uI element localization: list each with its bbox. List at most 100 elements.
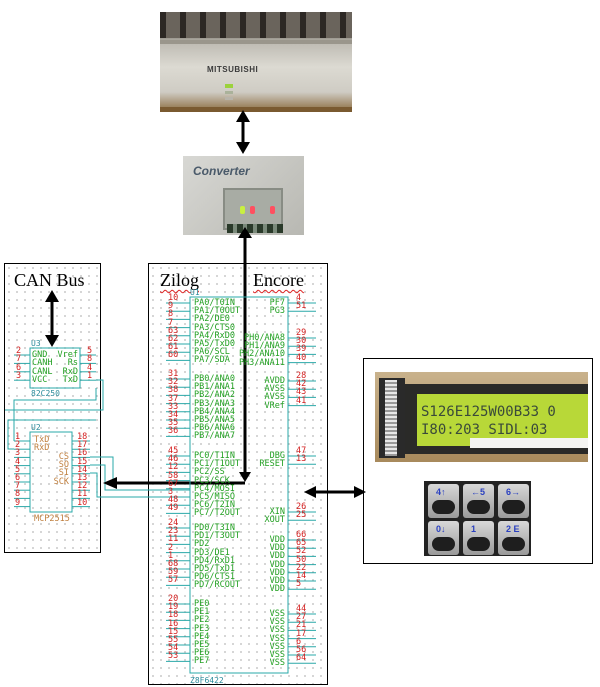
plc-brand-label: MITSUBISHI xyxy=(207,65,259,74)
u1-pin-name: AVSS xyxy=(264,384,285,395)
u1-pin-name: RESET xyxy=(259,459,285,470)
u1-pin-number: 61 xyxy=(168,342,179,353)
u2-pin-number: 3 xyxy=(15,448,21,459)
u1-pin-number: 9 xyxy=(168,301,174,312)
u1-pin-number: 42 xyxy=(296,379,307,390)
u2-pin-number: 16 xyxy=(77,448,88,459)
u1-pin-name: VSS xyxy=(269,641,285,652)
plc-led-error xyxy=(225,97,233,100)
u1-pin-name: PE4 xyxy=(194,631,210,642)
u1-pin-number: 31 xyxy=(168,369,179,379)
u1-pin-number: 7 xyxy=(168,317,174,328)
converter-led-1 xyxy=(240,206,245,214)
u1-pin-number: 16 xyxy=(168,618,179,629)
zilog-arrowhead-down xyxy=(239,472,251,482)
u2-ref: U2 xyxy=(31,423,41,432)
u1-pin-name: XIN xyxy=(269,507,285,517)
u1-pin-name: VSS xyxy=(269,650,285,660)
u1-pin-name: DBG xyxy=(269,451,285,461)
u1-pin-name: VSS xyxy=(269,617,285,628)
u1-pin-name: VSS xyxy=(269,658,285,669)
tape-strip xyxy=(470,438,588,448)
u1-pin-name: VSS xyxy=(269,609,285,619)
u3-pin-number: 1 xyxy=(87,371,93,382)
plc-converter-arrowhead-down xyxy=(236,142,250,154)
u2-pin-number: 2 xyxy=(15,440,21,451)
converter-led-3 xyxy=(270,206,275,214)
u1-pin-name: VSS xyxy=(269,625,285,636)
zilog-title: Zilog xyxy=(160,270,199,290)
u1-pin-number: 44 xyxy=(296,604,307,614)
u1-pin-number: 15 xyxy=(168,626,179,637)
u3-pin-number: 3 xyxy=(16,371,22,382)
u3-pin-name: RxD xyxy=(62,366,78,377)
u2-pin-number: 7 xyxy=(15,481,21,492)
u1-pin-number: 10 xyxy=(168,293,179,303)
can-arrowhead-down xyxy=(45,335,59,347)
u1-pin-number: 5 xyxy=(296,579,302,590)
converter-terminals xyxy=(227,224,283,233)
keypad-key-label: 2 E xyxy=(506,524,520,534)
u1-pin-name: VDD xyxy=(269,559,285,570)
u1-pin-number: 26 xyxy=(296,502,307,512)
u1-pin-name: PC7/T2OUT xyxy=(194,508,241,519)
plc-photo: MITSUBISHI xyxy=(160,12,352,112)
keypad-key: 6→ xyxy=(498,484,529,518)
lcd-line-2: I80:203 SIDL:03 xyxy=(421,422,548,438)
u2-inner-label: TxD xyxy=(34,435,50,445)
u3-pin-number: 8 xyxy=(87,354,93,365)
u1-pin-number: 11 xyxy=(168,534,179,545)
u1-pin-number: 8 xyxy=(168,309,174,320)
converter-led-2 xyxy=(250,206,255,214)
u1-pin-number: 55 xyxy=(168,635,179,645)
u1-pin-number: 58 xyxy=(168,470,179,481)
u1-pin-number: 27 xyxy=(296,612,307,623)
u1-pin-name: PC4/MOSI xyxy=(194,483,235,494)
u1-pin-number: 51 xyxy=(296,301,307,312)
u1-pin-number: 29 xyxy=(296,328,307,338)
u3-pin-number: 2 xyxy=(16,346,22,356)
keypad-button-cap xyxy=(432,537,455,551)
u1-pin-name: PE7 xyxy=(194,656,210,667)
u2-pin-number: 17 xyxy=(77,440,88,451)
converter-photo: Converter xyxy=(183,156,304,235)
u1-pin-number: 65 xyxy=(296,538,307,549)
u1-pin-name: PA3/CTS0 xyxy=(194,322,235,333)
u1-pin-number: 33 xyxy=(168,401,179,412)
can-arrowhead-up xyxy=(45,290,59,302)
u1-pin-number: 3 xyxy=(168,487,174,497)
u1-pin-name: PB3/ANA3 xyxy=(194,398,235,409)
u1-pin-number: 48 xyxy=(168,495,179,506)
u2-pin-number: 11 xyxy=(77,489,88,500)
u1-pin-name: PH2/ANA10 xyxy=(238,349,285,360)
u1-pin-name: VRef xyxy=(264,400,285,411)
u3-pin-name: CANH xyxy=(32,358,53,369)
ribbon-cable xyxy=(385,380,397,456)
u1-pin-number: 21 xyxy=(296,620,307,631)
u1-pin-name: PB0/ANA0 xyxy=(194,374,235,384)
keypad-key-label: ←5 xyxy=(471,487,486,497)
u1-pin-name: VDD xyxy=(269,543,285,554)
u1-pin-number: 62 xyxy=(168,334,179,344)
u1-pin-number: 35 xyxy=(168,418,179,429)
u3-pin-name: VCC xyxy=(32,375,48,386)
u1-pin-name: PH3/ANA11 xyxy=(238,357,285,368)
u2-inner-label: SO xyxy=(58,460,69,471)
keypad-key: 1 xyxy=(463,521,494,555)
u1-pin-number: 43 xyxy=(296,387,307,398)
u1-pin-number: 50 xyxy=(296,554,307,565)
u1-pin-name: PD5/TxD1 xyxy=(194,564,235,574)
u2-inner-label: CS xyxy=(58,452,69,462)
encore-title: Encore xyxy=(253,270,304,290)
u1-pin-name: PC0/T1IN xyxy=(194,451,235,461)
u1-pin-number: 66 xyxy=(296,530,307,540)
u1-pin-name: AVDD xyxy=(264,376,285,386)
u1-pin-name: VDD xyxy=(269,535,285,545)
u1-pin-name: PC3/SCK xyxy=(194,475,230,486)
plc-led-power xyxy=(225,84,233,88)
u2-pin-number: 9 xyxy=(15,497,21,508)
u3-ref: U3 xyxy=(31,339,41,348)
u1-pin-number: 49 xyxy=(168,503,179,514)
